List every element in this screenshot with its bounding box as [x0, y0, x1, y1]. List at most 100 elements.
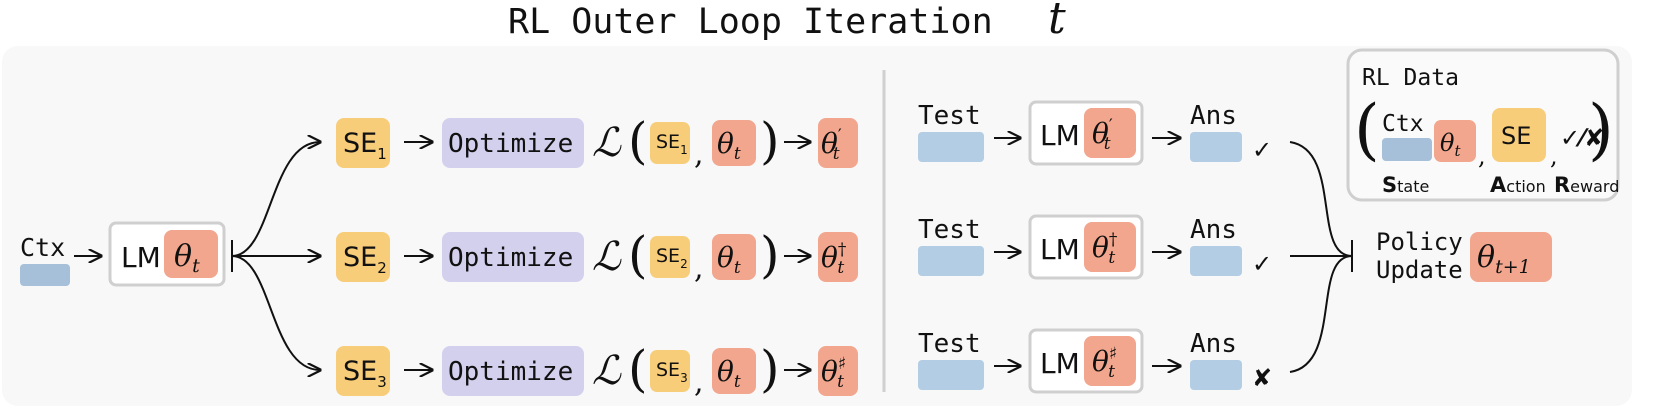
loss-comma: , [694, 251, 704, 286]
eval-theta-badge [1084, 336, 1136, 386]
ans-label: Ans [1190, 215, 1237, 245]
loss-se-label: SE2 [656, 245, 688, 271]
loss-theta-badge [712, 120, 756, 166]
ans-block [1190, 246, 1242, 276]
test-label: Test [918, 101, 981, 131]
lm-label: LM [121, 241, 161, 274]
diagram-title: RL Outer Loop Iteration [508, 2, 993, 42]
loss-theta: θt [717, 127, 741, 164]
ctx-block [20, 264, 70, 286]
rl-data-comma-2: , [1550, 142, 1558, 170]
se-badge [336, 346, 390, 396]
test-block [918, 246, 984, 276]
reward-caption: Reward [1554, 173, 1619, 197]
loss-open-paren: ( [628, 112, 648, 170]
policy-update-line1: Policy [1376, 228, 1463, 256]
merge-curve-bottom [1289, 255, 1353, 373]
updated-theta: θ♯t [821, 354, 846, 392]
rl-data-open-paren: ( [1354, 91, 1380, 168]
eval-lm-label: LM [1040, 119, 1080, 152]
action-caption: Action [1490, 173, 1546, 197]
eval-theta: θ†t [1092, 230, 1118, 268]
loss-close-paren: ) [760, 226, 780, 284]
eval-theta-badge [1084, 222, 1136, 272]
check-icon: ✓ [1252, 250, 1272, 278]
optimize-label: Optimize [448, 357, 573, 387]
ctx-label: Ctx [20, 233, 65, 262]
test-label: Test [918, 215, 981, 245]
rl-data-ctx-block [1382, 138, 1432, 161]
title-iteration-var: t [1048, 0, 1066, 44]
eval-theta: θ′t [1092, 116, 1113, 154]
ans-label: Ans [1190, 329, 1237, 359]
loss-open-paren: ( [628, 340, 648, 398]
rl-data-title: RL Data [1362, 65, 1459, 91]
updated-theta-badge [818, 118, 858, 168]
loss-theta: θt [717, 241, 741, 278]
rl-data-reward-symbol: ✓⁄✘ [1560, 124, 1604, 152]
rl-data-close-paren: ) [1588, 91, 1614, 168]
test-label: Test [918, 329, 981, 359]
se-label: SE3 [343, 356, 387, 391]
policy-update-line2: Update [1376, 256, 1463, 284]
rl-data-ctx-label: Ctx [1382, 111, 1424, 137]
ans-label: Ans [1190, 101, 1237, 131]
rl-data-se-badge [1492, 108, 1546, 162]
loss-se-badge [650, 350, 690, 392]
se-badge [336, 232, 390, 282]
loss-theta-badge [712, 234, 756, 280]
loss-se-label: SE1 [656, 131, 688, 157]
loss-se-badge [650, 236, 690, 278]
updated-theta-badge [818, 232, 858, 282]
branch-arrow-3 [231, 255, 320, 370]
optimize-badge [442, 118, 584, 168]
optimize-badge [442, 346, 584, 396]
loss-symbol: ℒ [592, 234, 622, 280]
optimize-label: Optimize [448, 129, 573, 159]
rl-data-box [1346, 48, 1620, 202]
branch-arrow-1 [231, 142, 320, 257]
loss-close-paren: ) [760, 112, 780, 170]
loss-open-paren: ( [628, 226, 648, 284]
eval-theta: θ♯t [1092, 344, 1117, 382]
eval-lm-label: LM [1040, 347, 1080, 380]
loss-symbol: ℒ [592, 348, 622, 394]
loss-comma: , [694, 365, 704, 400]
optimize-badge [442, 232, 584, 282]
cross-icon: ✘ [1252, 364, 1272, 392]
test-block [918, 360, 984, 390]
loss-comma: , [694, 137, 704, 172]
theta-next-badge [1470, 232, 1552, 282]
rl-data-theta: θt [1440, 129, 1461, 160]
ans-block [1190, 360, 1242, 390]
ans-block [1190, 132, 1242, 162]
theta-badge [164, 230, 218, 278]
loss-se-label: SE3 [656, 359, 688, 385]
updated-theta: θ†t [821, 240, 847, 278]
loss-close-paren: ) [760, 340, 780, 398]
theta-next: θt+1 [1477, 240, 1531, 278]
updated-theta: θ′t [821, 126, 842, 164]
loss-theta-badge [712, 348, 756, 394]
eval-theta-badge [1084, 108, 1136, 158]
merge-curve-top [1289, 141, 1353, 257]
state-caption: State [1382, 173, 1429, 197]
loss-se-badge [650, 122, 690, 164]
theta-t: θt [174, 239, 200, 277]
rl-data-theta-badge [1434, 120, 1476, 162]
optimize-label: Optimize [448, 243, 573, 273]
check-icon: ✓ [1252, 136, 1272, 164]
se-badge [336, 118, 390, 168]
loss-symbol: ℒ [592, 120, 622, 166]
rl-data-se-label: SE [1501, 122, 1531, 150]
eval-lm-label: LM [1040, 233, 1080, 266]
